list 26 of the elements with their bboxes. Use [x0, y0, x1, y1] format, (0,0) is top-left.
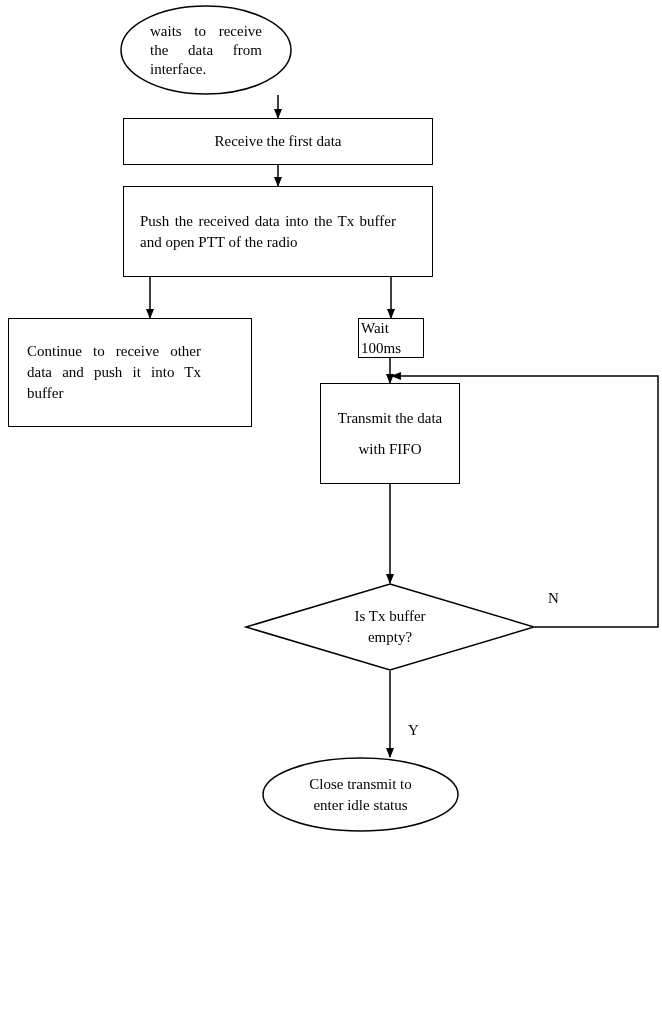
node-text: Transmit the data with FIFO — [336, 408, 444, 459]
node-text: Close transmit to enter idle status — [308, 774, 413, 815]
arrow — [387, 276, 395, 319]
process-box — [123, 186, 433, 277]
decision-diamond — [245, 583, 535, 671]
process-box — [123, 118, 433, 165]
process-box — [8, 318, 252, 427]
node-text: Continue to receive other data and push it into Tx buffer — [27, 342, 201, 403]
arrow — [146, 276, 154, 319]
process-box — [320, 383, 460, 484]
node-text: Push the received data into the Tx buffer and open PTT of the radio — [140, 211, 396, 252]
node-text: Is Tx buffer empty? — [353, 607, 427, 647]
terminal-ellipse — [262, 757, 459, 832]
arrow — [274, 164, 282, 187]
arrow — [386, 357, 394, 384]
process-box — [358, 318, 424, 358]
arrow — [391, 372, 659, 628]
node-text: Wait 100ms — [361, 319, 402, 358]
node-text: waits to receive the data from interface. — [150, 21, 262, 79]
arrow — [386, 670, 394, 758]
arrow — [386, 483, 394, 584]
arrow — [274, 94, 282, 119]
terminal-ellipse — [120, 5, 292, 95]
edge-label: Y — [408, 722, 419, 739]
edge-label: N — [548, 590, 559, 607]
node-text: Receive the first data — [213, 132, 343, 151]
